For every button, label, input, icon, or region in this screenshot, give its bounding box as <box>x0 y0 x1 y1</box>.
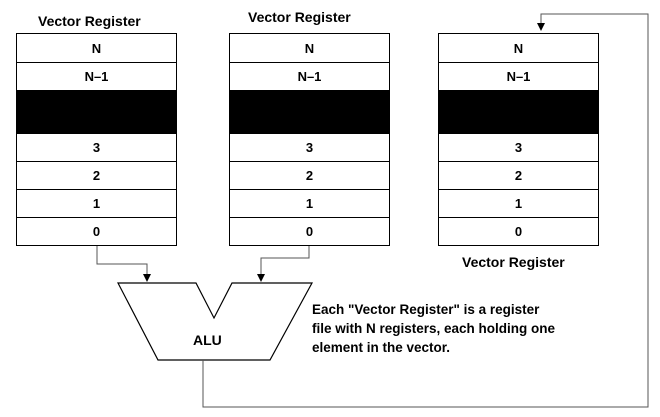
reg2-cell-n-minus-1: N–1 <box>230 62 389 90</box>
reg1-elided-cells <box>17 90 176 133</box>
wire-alu-to-reg3 <box>202 13 649 408</box>
reg3-cell-1: 1 <box>439 189 598 217</box>
reg1-cell-n: N <box>91 40 102 56</box>
reg3-cell-2: 2 <box>439 161 598 189</box>
vector-register-2: N N–1 3 2 1 0 <box>229 33 390 246</box>
reg1-cell-3: 3 <box>17 133 176 161</box>
reg1-cell-0: 0 <box>17 217 176 245</box>
note-line-2: file with N registers, each holding one <box>312 321 556 336</box>
note-line-1: Each "Vector Register" is a register <box>312 302 540 317</box>
reg1-cell-n-minus-1: N–1 <box>17 62 176 90</box>
note-line-3: element in the vector. <box>312 340 451 355</box>
reg3-cell-n-minus-1: N–1 <box>439 62 598 90</box>
reg1-cell-1: 1 <box>17 189 176 217</box>
reg2-elided-cells <box>230 90 389 133</box>
vector-register-1: N N–1 3 2 1 0 <box>16 33 177 246</box>
reg3-cell-n: N <box>513 40 524 56</box>
reg3-cell-0: 0 <box>439 217 598 245</box>
reg3-elided-cells <box>439 90 598 133</box>
register-2-title: Vector Register <box>248 9 351 25</box>
register-3-title: Vector Register <box>462 254 565 270</box>
reg1-cell-2: 2 <box>17 161 176 189</box>
register-1-title: Vector Register <box>38 13 141 29</box>
reg2-cell-3: 3 <box>230 133 389 161</box>
alu-label: ALU <box>193 332 222 348</box>
reg2-cell-n: N <box>304 40 315 56</box>
wire-reg1-to-alu <box>96 242 151 282</box>
reg2-cell-0: 0 <box>230 217 389 245</box>
reg2-cell-2: 2 <box>230 161 389 189</box>
reg3-cell-3: 3 <box>439 133 598 161</box>
explanation-note: Each "Vector Register" is a register fil… <box>312 300 612 357</box>
reg2-cell-1: 1 <box>230 189 389 217</box>
wire-reg2-to-alu <box>257 242 310 282</box>
alu-shape <box>117 282 314 361</box>
vector-register-3: N N–1 3 2 1 0 <box>438 33 599 246</box>
